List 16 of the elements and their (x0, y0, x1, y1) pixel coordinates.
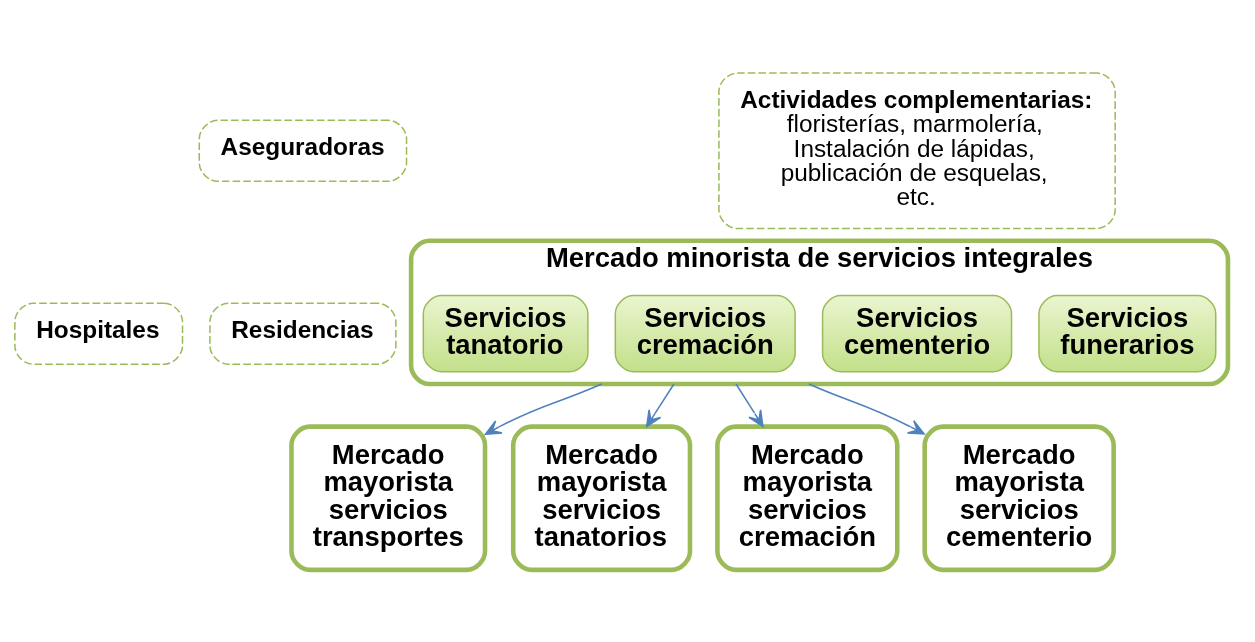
node-box: Servicios funerarios (1038, 294, 1217, 373)
node-box: Mercado mayorista servicios tanatorios (510, 423, 693, 572)
node-box: Hospitales (14, 301, 184, 365)
node-box: Mercado mayorista servicios cremación (715, 423, 900, 572)
node-box: Servicios cementerio (821, 294, 1013, 373)
node-box: Servicios tanatorio (422, 294, 589, 373)
arrow (808, 382, 925, 435)
arrow (645, 382, 675, 427)
arrow (484, 382, 603, 435)
node-box: Actividades complementarias: floristerías, marmolería, Instalación de lápidas, publicación de esquelas, etc. (718, 71, 1116, 229)
node-box: Mercado mayorista servicios transportes (289, 423, 488, 572)
node-box: Mercado mayorista servicios cementerio (922, 423, 1116, 572)
arrow (735, 382, 764, 427)
node-box: Servicios cremación (614, 294, 796, 373)
node-box: Residencias (209, 301, 397, 365)
node-box: Aseguradoras (198, 119, 408, 182)
